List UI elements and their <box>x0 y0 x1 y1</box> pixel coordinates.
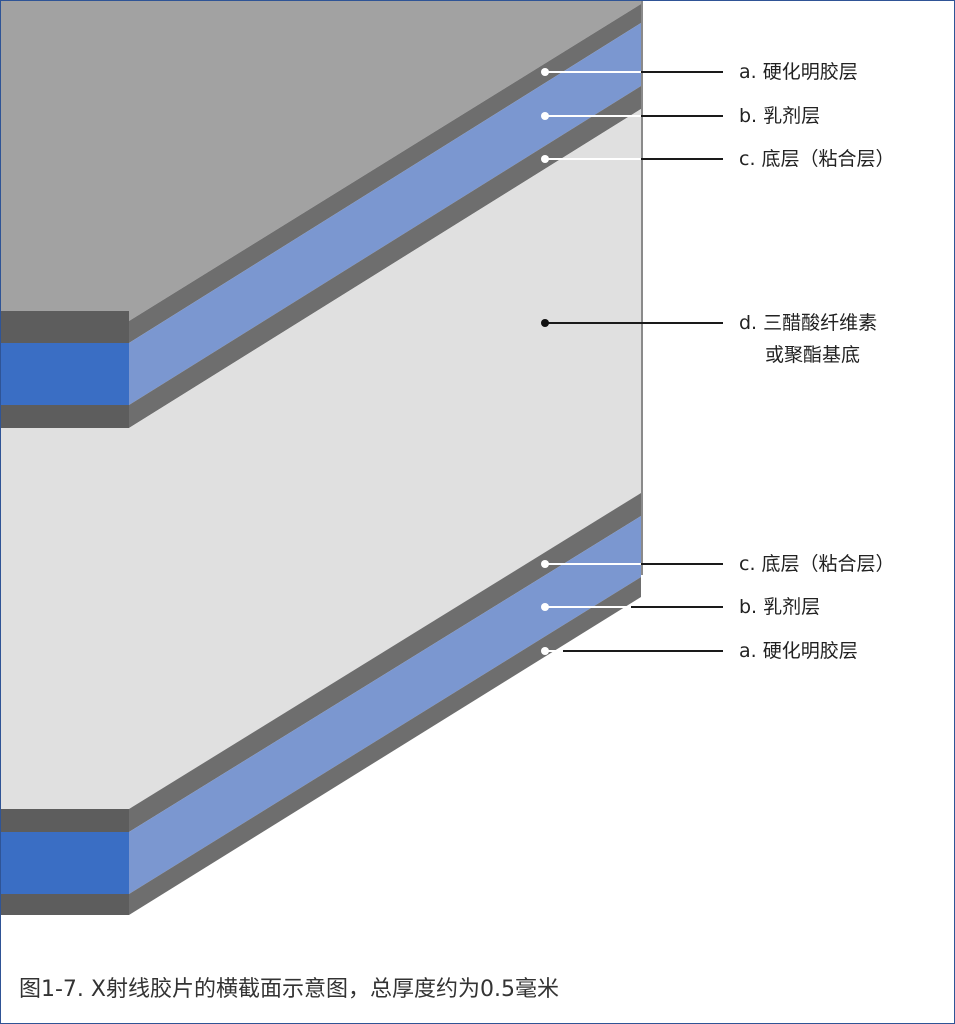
front-base <box>1 428 129 809</box>
front-bottom-gelatin <box>1 894 129 915</box>
figure-caption: 图1-7. X射线胶片的横截面示意图，总厚度约为0.5毫米 <box>19 977 559 1002</box>
bottom-gelatin-side <box>129 577 641 915</box>
top-subbing-side <box>129 86 641 428</box>
label-top-c: c. 底层（粘合层） <box>739 148 895 170</box>
base-side <box>129 109 641 809</box>
front-top-emulsion <box>1 343 129 405</box>
marker-base-d <box>541 319 549 327</box>
label-base-d: d. 三醋酸纤维素 或聚酯基底 <box>739 307 877 371</box>
front-top-gelatin <box>1 311 129 343</box>
front-bottom-subbing <box>1 809 129 832</box>
front-top-subbing <box>1 405 129 428</box>
top-surface <box>1 1 641 321</box>
front-bottom-emulsion <box>1 832 129 894</box>
marker-bottom-b <box>541 603 549 611</box>
label-bottom-a: a. 硬化明胶层 <box>739 640 858 662</box>
label-top-a: a. 硬化明胶层 <box>739 61 858 83</box>
label-bottom-b: b. 乳剂层 <box>739 596 821 618</box>
marker-top-b <box>541 112 549 120</box>
bottom-emulsion-side <box>129 516 641 894</box>
bottom-subbing-side <box>129 493 641 832</box>
label-top-b: b. 乳剂层 <box>739 105 821 127</box>
label-base-d-line2: 或聚酯基底 <box>765 344 861 366</box>
label-bottom-c: c. 底层（粘合层） <box>739 553 895 575</box>
top-gelatin-side <box>129 4 641 343</box>
marker-top-c <box>541 155 549 163</box>
marker-top-a <box>541 68 549 76</box>
marker-bottom-c <box>541 560 549 568</box>
label-base-d-line1: d. 三醋酸纤维素 <box>739 312 878 334</box>
marker-bottom-a <box>541 647 549 655</box>
top-emulsion-side <box>129 23 641 405</box>
